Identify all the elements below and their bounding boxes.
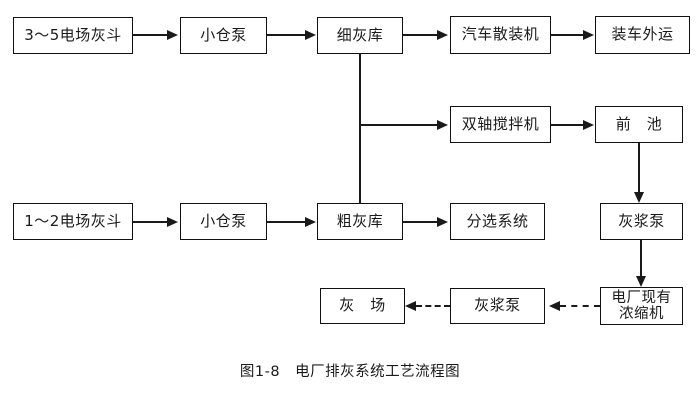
node-thickener[interactable]: 电厂现有 浓缩机 <box>600 287 683 325</box>
arrowhead-trunk-to-mixer <box>437 119 448 130</box>
arrowhead-mixer-to-frontpool <box>583 119 594 130</box>
arrowhead-fineash-to-truckloader <box>437 29 448 40</box>
node-hopper-35[interactable]: 3～5电场灰斗 <box>13 17 133 54</box>
connector-pumpbottom-to-coarseash <box>267 221 305 223</box>
node-slurry-pump-bottom[interactable]: 灰浆泵 <box>450 288 545 324</box>
arrowhead-pumpbottom-to-coarseash <box>305 216 316 227</box>
connector-mixer-to-frontpool <box>551 124 583 126</box>
connector-trunk-to-mixer <box>359 124 437 126</box>
arrowhead-slurrypump-to-thickener <box>635 276 646 287</box>
arrowhead-coarseash-to-sorting <box>437 216 448 227</box>
node-front-pool[interactable]: 前 池 <box>595 106 683 143</box>
node-coarse-ash-silo[interactable]: 粗灰库 <box>317 203 403 240</box>
node-fine-ash-silo[interactable]: 细灰库 <box>317 17 403 54</box>
connector-truckloader-to-transport <box>551 34 583 36</box>
arrowhead-pumptop-to-fineash <box>305 29 316 40</box>
figure-caption: 图1-8 电厂排灰系统工艺流程图 <box>239 364 461 380</box>
connector-pumptop-to-fineash <box>267 34 305 36</box>
connector-slurrypump-bottom-to-ashyard <box>416 305 450 307</box>
connector-slurrypump-to-thickener <box>640 240 642 276</box>
node-ash-yard[interactable]: 灰 场 <box>320 288 405 324</box>
connector-coarseash-to-sorting <box>403 221 437 223</box>
arrowhead-truckloader-to-transport <box>583 29 594 40</box>
arrowhead-thickener-to-slurrypump-bottom <box>549 300 560 311</box>
node-truck-transport[interactable]: 装车外运 <box>595 16 690 54</box>
connector-fineash-trunk-vertical <box>359 54 361 203</box>
arrowhead-hopper35-to-pumptop <box>167 29 178 40</box>
node-slurry-pump-right[interactable]: 灰浆泵 <box>600 203 683 240</box>
node-pump-bottom[interactable]: 小仓泵 <box>180 203 267 240</box>
connector-fineash-to-truckloader <box>403 34 437 36</box>
arrowhead-frontpool-to-slurrypump <box>633 192 644 203</box>
connector-hopper35-to-pumptop <box>133 34 167 36</box>
connector-frontpool-to-slurrypump <box>638 143 640 192</box>
node-hopper-12[interactable]: 1～2电场灰斗 <box>13 203 133 240</box>
node-twin-shaft-mixer[interactable]: 双轴搅拌机 <box>450 106 551 143</box>
arrowhead-slurrypump-bottom-to-ashyard <box>405 300 416 311</box>
node-pump-top[interactable]: 小仓泵 <box>180 17 267 54</box>
node-truck-loader[interactable]: 汽车散装机 <box>450 16 551 54</box>
node-sorting-system[interactable]: 分选系统 <box>450 203 545 240</box>
arrowhead-hopper12-to-pumpbottom <box>167 216 178 227</box>
connector-hopper12-to-pumpbottom <box>133 221 167 223</box>
connector-thickener-to-slurrypump-bottom <box>560 305 600 307</box>
